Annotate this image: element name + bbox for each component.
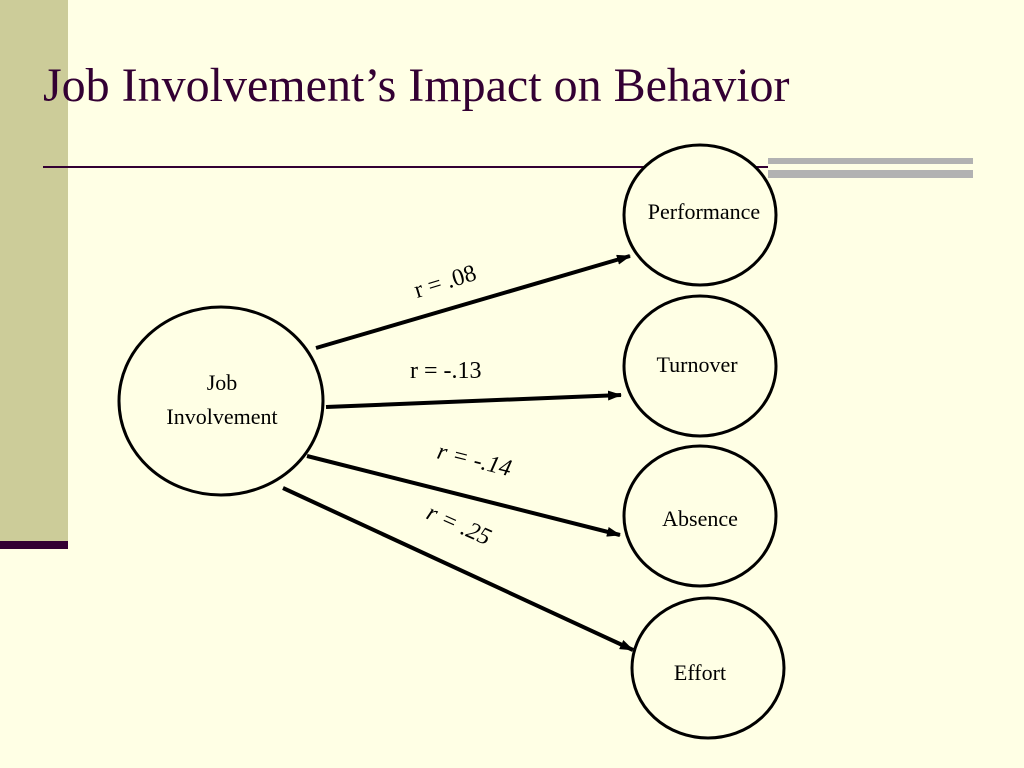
target-node-label: Absence [662,506,738,531]
source-node-circle [117,305,325,497]
target-node-performance: Performance [622,143,778,287]
accent-bar-top [768,158,973,164]
edge-absence [306,454,621,537]
edge-label-performance: r = .08 [411,260,479,303]
target-node-circle [622,294,778,438]
target-node-turnover: Turnover [622,294,778,438]
target-node-label: Performance [648,199,760,224]
edge-performance [315,254,631,350]
accent-bar-bottom [768,170,973,178]
edges [282,254,634,652]
target-node-circle [630,596,786,740]
target-node-label: Turnover [656,352,738,377]
edge-effort [282,486,634,652]
target-node-absence: Absence [622,444,778,588]
target-node-circle [622,444,778,588]
source-node-label-line-1: Job [207,370,238,395]
target-node-label: Effort [674,660,726,685]
title-underline [43,166,768,168]
edge-label-turnover: r = -.13 [410,358,482,384]
edge-label-effort: r = .25 [423,500,495,551]
target-node-effort: Effort [630,596,786,740]
edge-turnover [325,390,622,409]
slide-title: Job Involvement’s Impact on Behavior [43,59,790,112]
target-node-circle [622,143,778,287]
edge-label-absence: r = -.14 [435,439,515,483]
left-decor-accent [0,541,68,549]
source-node: Job Involvement [117,305,325,497]
left-decor-bar [0,0,68,545]
source-node-label-line-2: Involvement [166,404,277,429]
